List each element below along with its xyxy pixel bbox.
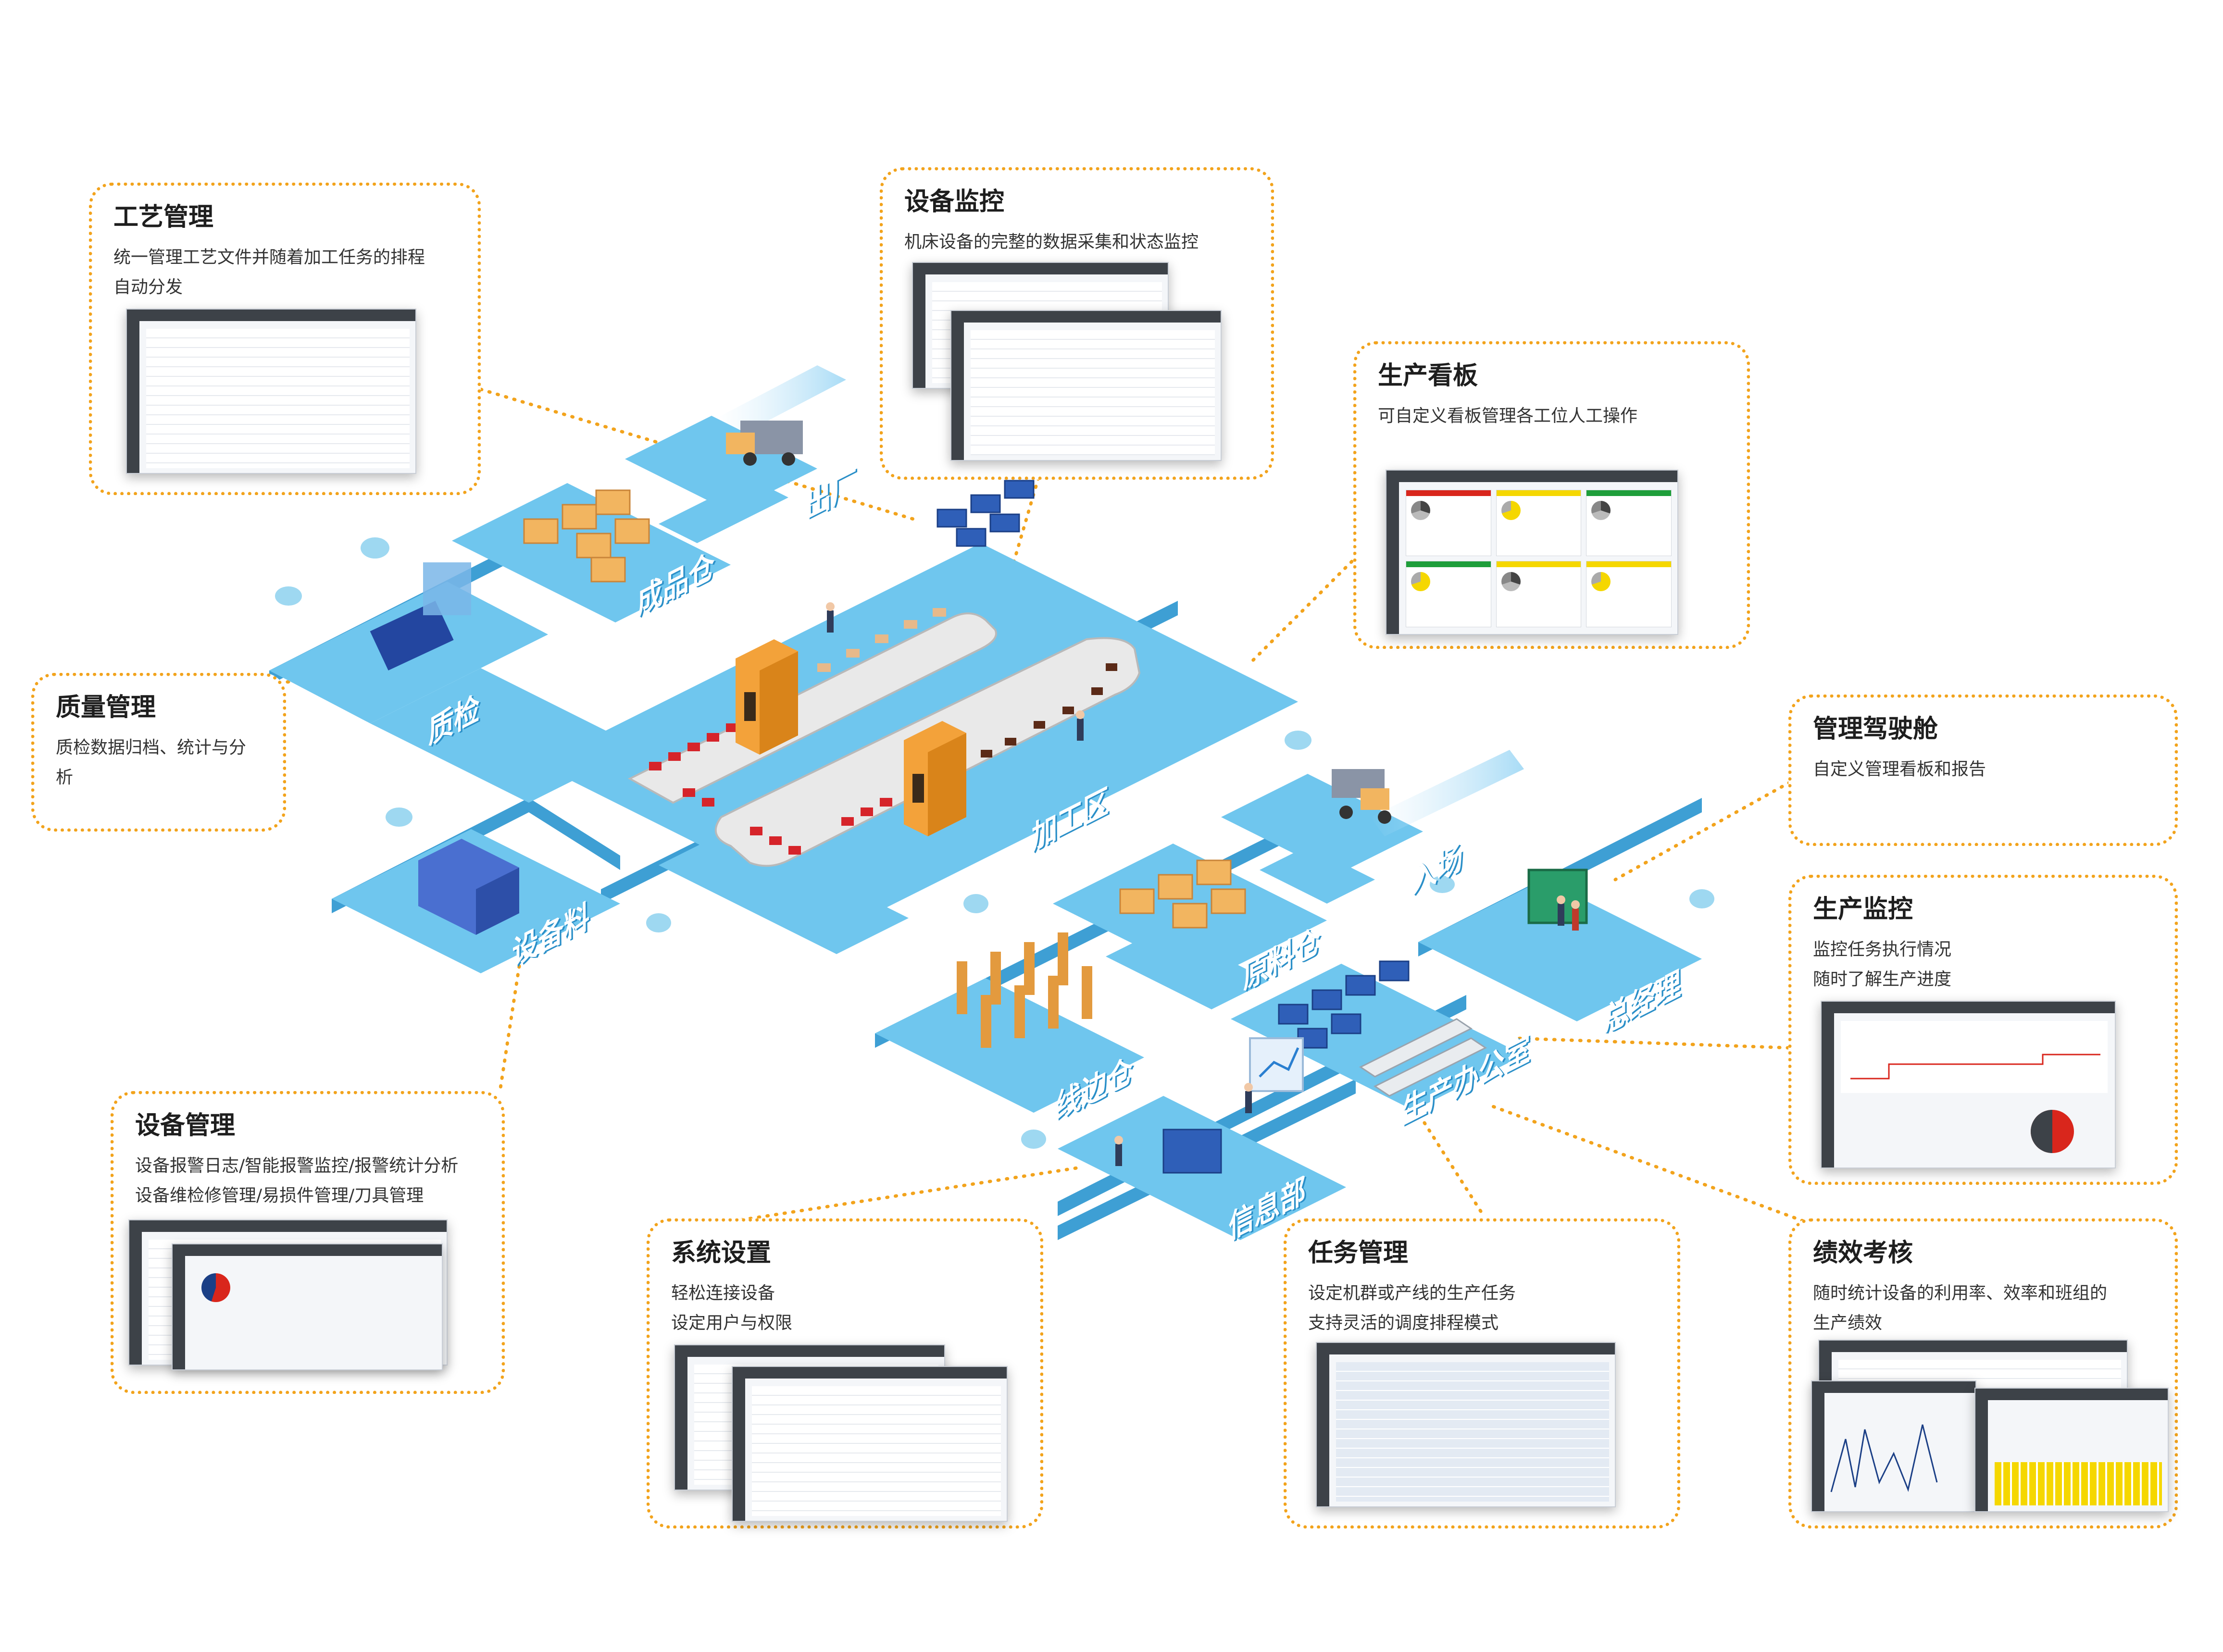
screenshot-thumbnail: [1316, 1342, 1616, 1507]
entry-truck: [1332, 769, 1391, 824]
decorative-clouds: [275, 537, 1714, 1149]
warehouse-boxes-finished: [523, 489, 650, 583]
card-desc: 随时了解生产进度: [1813, 969, 1952, 989]
card-desc: 设定机群或产线的生产任务: [1308, 1283, 1516, 1304]
card-desc: 设备维检修管理/易损件管理/刀具管理: [135, 1185, 424, 1205]
card-title: 管理驾驶舱: [1813, 715, 1938, 744]
info-dept-screen: [1249, 1037, 1304, 1092]
card-process-management: 工艺管理 统一管理工艺文件并随着加工任务的排程 自动分发: [89, 183, 481, 495]
card-desc: 机床设备的完整的数据采集和状态监控: [904, 232, 1199, 252]
quality-station: [370, 562, 471, 671]
card-production-monitoring: 生产监控 监控任务执行情况 随时了解生产进度: [1788, 875, 2178, 1185]
performance-line-thumbnail: [1830, 1424, 1938, 1492]
card-desc: 支持灵活的调度排程模式: [1308, 1313, 1499, 1333]
equipment-machine: [418, 839, 519, 935]
screenshot-thumbnail: [1821, 1001, 2116, 1168]
card-management-cockpit: 管理驾驶舱 自定义管理看板和报告: [1788, 695, 2178, 846]
card-desc: 质检数据归档、统计与分析: [56, 738, 247, 787]
card-desc: 自定义管理看板和报告: [1813, 759, 1986, 780]
product-boxes-tan: [817, 608, 946, 672]
card-desc: 自动分发: [113, 277, 183, 297]
card-title: 生产监控: [1813, 895, 1913, 924]
warehouse-boxes-raw: [1119, 859, 1246, 929]
exit-truck: [726, 421, 803, 466]
product-boxes-red: [649, 714, 892, 855]
machine-gate-1: [736, 639, 798, 755]
card-production-board: 生产看板 可自定义看板管理各工位人工操作: [1353, 341, 1750, 649]
screenshot-thumbnail: [126, 309, 416, 474]
exit-beam: [716, 365, 846, 433]
screenshot-thumbnail: [1386, 470, 1678, 635]
office-desks: [1359, 1018, 1487, 1097]
card-desc: 监控任务执行情况: [1813, 940, 1952, 960]
card-title: 生产看板: [1378, 361, 1478, 390]
server-racks: [937, 480, 1410, 1174]
card-title: 绩效考核: [1813, 1239, 1913, 1267]
card-performance-evaluation: 绩效考核 随时统计设备的利用率、效率和班组的 生产绩效: [1788, 1218, 2178, 1528]
card-quality-management: 质量管理 质检数据归档、统计与分析: [31, 673, 286, 832]
card-desc: 可自定义看板管理各工位人工操作: [1378, 406, 1638, 426]
card-desc: 统一管理工艺文件并随着加工任务的排程: [113, 248, 425, 268]
card-system-settings: 系统设置 轻松连接设备 设定用户与权限: [647, 1218, 1043, 1528]
card-desc: 设定用户与权限: [671, 1313, 793, 1333]
card-title: 任务管理: [1308, 1239, 1409, 1267]
screenshot-thumbnail: [1811, 1380, 1976, 1512]
machine-gate-2: [904, 721, 966, 836]
card-title: 设备管理: [135, 1111, 236, 1140]
card-desc: 随时统计设备的利用率、效率和班组的: [1813, 1283, 2108, 1304]
card-title: 工艺管理: [113, 203, 214, 232]
card-desc: 设备报警日志/智能报警监控/报警统计分析: [135, 1156, 459, 1176]
line-side-shelves: [957, 932, 1092, 1048]
entry-beam: [1370, 750, 1524, 836]
product-boxes-dark: [981, 663, 1117, 758]
screenshot-thumbnail: [950, 310, 1222, 461]
card-task-management: 任务管理 设定机群或产线的生产任务 支持灵活的调度排程模式: [1284, 1218, 1680, 1528]
screenshot-thumbnail: [732, 1366, 1008, 1522]
workers: [826, 602, 1580, 1166]
card-desc: 生产绩效: [1813, 1313, 1883, 1333]
screenshot-thumbnail: [1974, 1388, 2169, 1512]
card-title: 设备监控: [904, 187, 1005, 216]
card-equipment-monitoring: 设备监控 机床设备的完整的数据采集和状态监控: [880, 167, 1274, 480]
progress-chart-thumbnail: [1841, 1021, 2108, 1153]
screenshot-thumbnail: [172, 1243, 443, 1370]
card-title: 系统设置: [671, 1239, 772, 1267]
card-desc: 轻松连接设备: [671, 1283, 775, 1304]
card-title: 质量管理: [56, 693, 156, 722]
card-equipment-management: 设备管理 设备报警日志/智能报警监控/报警统计分析 设备维检修管理/易损件管理/…: [111, 1091, 505, 1394]
